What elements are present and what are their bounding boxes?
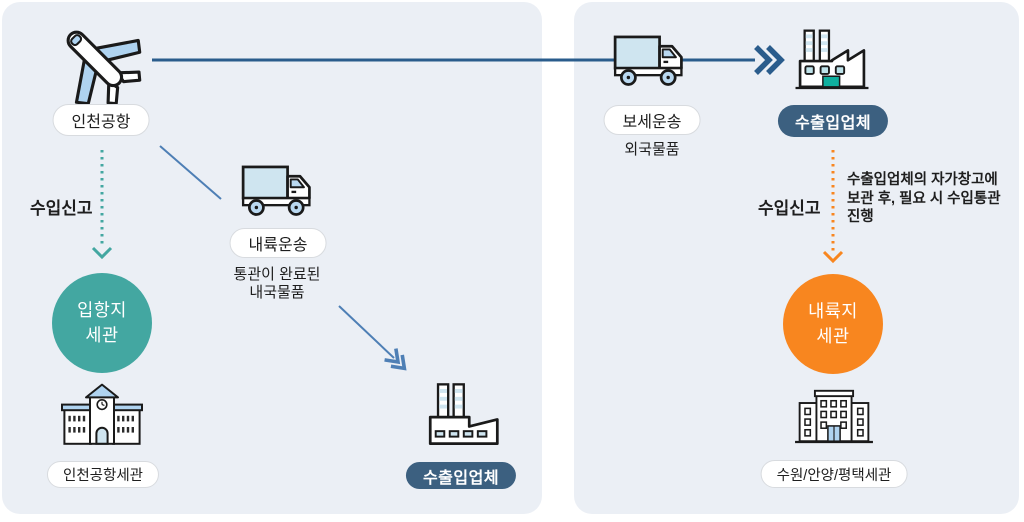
incheon-airport-customs-label: 인천공항세관 <box>46 461 160 488</box>
bonded-transport-label: 보세운송 <box>603 105 701 135</box>
port-of-entry-customs-circle: 입항지 세관 <box>52 273 152 373</box>
inland-transport-label: 내륙운송 <box>229 228 327 258</box>
domestic-goods-note-line2: 내국물품 <box>249 284 305 301</box>
warehouse-description: 수출입업체의 자가창고에 보관 후, 필요 시 수입통관 진행 <box>847 171 1017 227</box>
customs-office-icon <box>61 383 143 445</box>
bonded-transport-text: 보세운송 <box>622 114 682 131</box>
circle-text-line2: 세관 <box>85 325 119 345</box>
incheon-airport-text: 인천공항 <box>71 114 131 131</box>
warehouse-description-line3: 진행 <box>847 209 874 225</box>
company-badge-text-left: 수출입업체 <box>422 469 500 487</box>
suwon-anyang-pyeongtaek-customs-text: 수원/안양/평택세관 <box>776 467 892 484</box>
warehouse-description-line2: 보관 후, 필요 시 수입통관 <box>847 190 1001 207</box>
truck-icon <box>241 165 311 216</box>
inland-transport-text: 내륙운송 <box>248 237 308 254</box>
incheon-airport-label: 인천공항 <box>52 104 150 136</box>
import-declaration-label-left: 수입신고 <box>30 199 93 218</box>
import-export-company-badge-right: 수출입업체 <box>777 105 889 137</box>
import-declaration-label-right: 수입신고 <box>758 199 821 218</box>
inland-customs-office-icon: . <box>795 389 873 444</box>
factory-icon <box>428 383 499 446</box>
domestic-goods-note: 통관이 완료된 내국물품 <box>234 266 321 302</box>
suwon-anyang-pyeongtaek-customs-label: 수원/안양/평택세관 <box>760 460 908 488</box>
import-export-company-badge-left: 수출입업체 <box>405 462 517 489</box>
foreign-goods-note: 외국물품 <box>624 141 680 158</box>
truck-icon <box>613 35 683 86</box>
circle-text-line1: 내륙지 <box>808 301 858 321</box>
factory-icon <box>795 29 869 90</box>
warehouse-description-line1: 수출입업체의 자가창고에 <box>847 172 998 188</box>
circle-text-line2: 세관 <box>816 326 850 346</box>
incheon-airport-customs-text: 인천공항세관 <box>62 468 144 484</box>
company-badge-text-right: 수출입업체 <box>794 115 872 132</box>
airplane-icon <box>66 30 142 106</box>
domestic-goods-note-line1: 통관이 완료된 <box>233 266 321 283</box>
circle-text-line1: 입항지 <box>77 300 127 320</box>
inland-customs-circle: 내륙지 세관 <box>783 274 883 374</box>
